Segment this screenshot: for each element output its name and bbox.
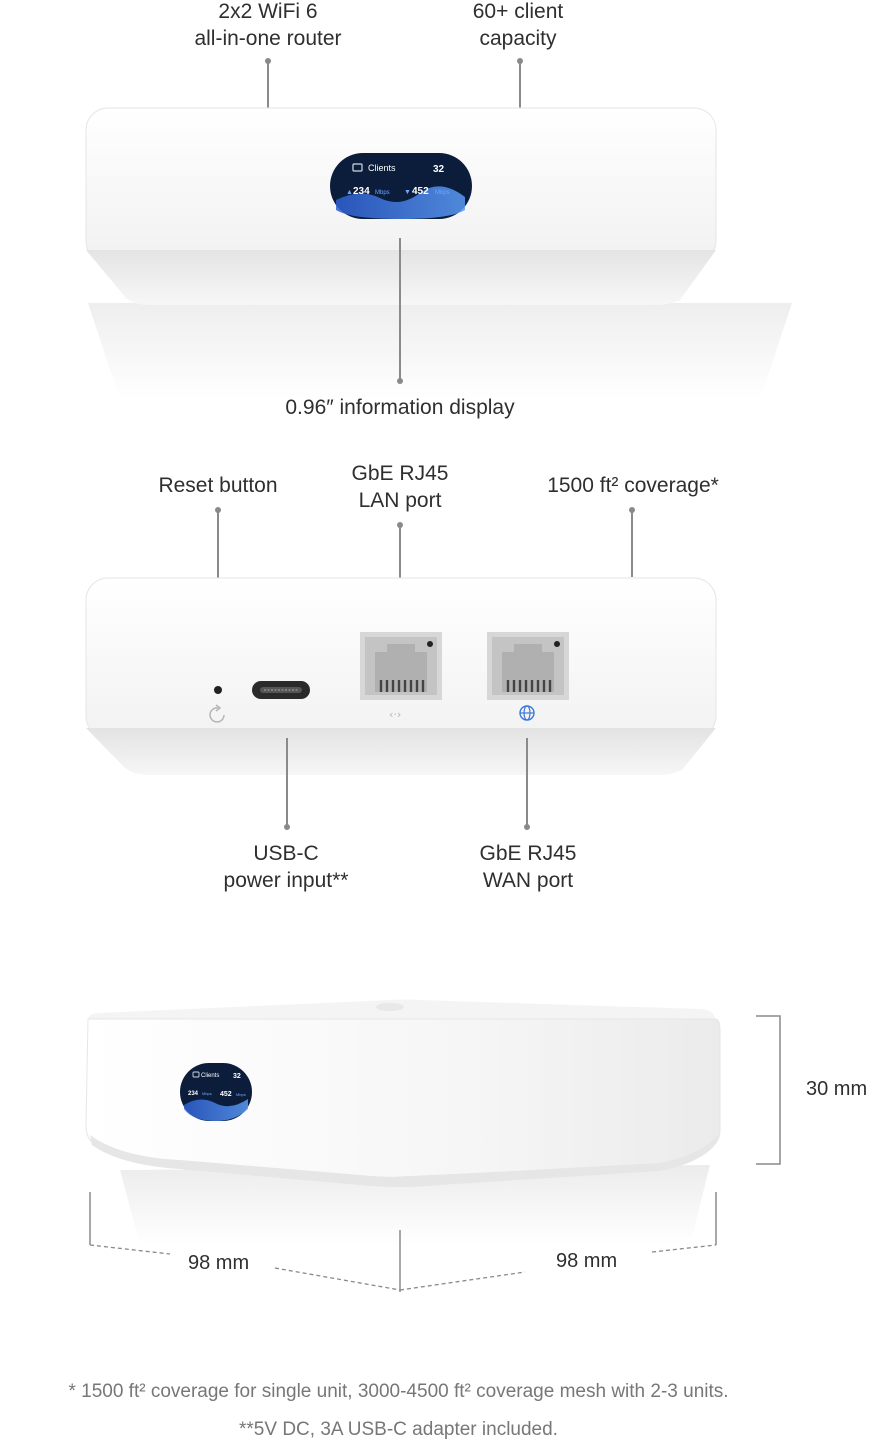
display-callout: 0.96″ information display (285, 396, 515, 419)
wifi-callout: 2x2 WiFi 6 all-in-one router (194, 0, 342, 50)
mini-screen-upload-value: 234 (188, 1091, 199, 1097)
mini-screen-clients-count: 32 (233, 1073, 241, 1080)
coverage-callout-leader (631, 511, 633, 577)
router-back-view: ‹·› (85, 577, 717, 775)
wan-port[interactable] (487, 632, 569, 700)
wan-callout-leader (526, 738, 528, 826)
width-dimension-lines (89, 1192, 717, 1292)
screen-download-value: 452 (412, 186, 429, 197)
lan-callout-dot (397, 522, 403, 528)
usbc-callout-dot (284, 824, 290, 830)
mini-screen-clients-label: Clients (201, 1073, 219, 1079)
reset-callout: Reset button (158, 474, 278, 497)
svg-text:‹·›: ‹·› (389, 708, 401, 721)
screen-download-unit: Mbps (435, 190, 450, 196)
mini-screen-download-value: 452 (220, 1091, 232, 1098)
svg-text:▼: ▼ (404, 189, 411, 196)
screen-upload-value: 234 (353, 186, 370, 197)
height-dimension-label: 30 mm (806, 1078, 868, 1100)
mini-screen-upload-unit: Mbps (202, 1091, 212, 1096)
usbc-callout-leader (286, 738, 288, 826)
client-capacity-callout: 60+ client capacity (472, 0, 564, 50)
usbc-callout: USB-C power input** (223, 842, 349, 892)
wifi-callout-dot (265, 58, 271, 64)
lan-icon: ‹·› (389, 708, 401, 721)
reset-callout-dot (215, 507, 221, 513)
screen-clients-label: Clients (368, 163, 396, 173)
wan-callout: GbE RJ45 WAN port (479, 842, 577, 892)
wan-callout-dot (524, 824, 530, 830)
svg-text:▲: ▲ (346, 189, 353, 196)
wifi-callout-leader (267, 62, 269, 110)
lan-port[interactable] (360, 632, 442, 700)
mini-screen-download-unit: Mbps (236, 1092, 246, 1097)
coverage-footnote: * 1500 ft² coverage for single unit, 300… (68, 1381, 729, 1402)
coverage-callout-dot (629, 507, 635, 513)
client-capacity-dot (517, 58, 523, 64)
router-angled-view: Clients 32 234 Mbps 452 Mbps (85, 999, 721, 1245)
adapter-footnote: **5V DC, 3A USB-C adapter included. (239, 1419, 558, 1440)
reset-icon (209, 704, 225, 723)
lan-callout: GbE RJ45 LAN port (351, 462, 449, 512)
coverage-callout: 1500 ft² coverage* (547, 474, 719, 497)
display-callout-dot (397, 378, 403, 384)
router-front-view: Clients 32 ▲ 234 Mbps ▼ 452 Mbps (85, 107, 792, 400)
reset-pinhole[interactable] (214, 686, 222, 694)
globe-icon (519, 705, 535, 721)
display-callout-leader (399, 238, 401, 380)
client-capacity-leader (519, 62, 521, 110)
height-dimension-bracket (756, 1015, 781, 1165)
usb-c-port[interactable] (252, 681, 310, 699)
width-left-dimension-label: 98 mm (188, 1252, 250, 1274)
screen-clients-count: 32 (433, 164, 445, 175)
screen-upload-unit: Mbps (375, 190, 390, 196)
width-right-dimension-label: 98 mm (556, 1250, 618, 1272)
